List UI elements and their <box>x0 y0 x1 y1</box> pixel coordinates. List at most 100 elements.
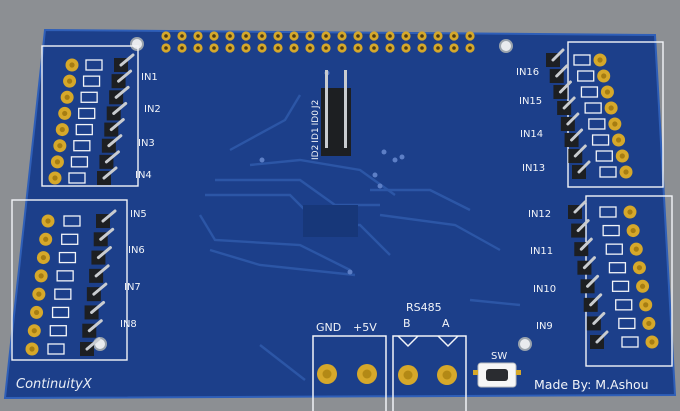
header-pin-bent <box>85 337 101 351</box>
jumper-label: ID0 <box>311 110 321 126</box>
jumper-label: J2 <box>311 100 321 109</box>
terminal-silk-box <box>47 343 65 355</box>
header-pin-bent <box>104 150 120 164</box>
rs485-title: RS485 <box>406 301 442 314</box>
tactile-switch <box>473 362 521 388</box>
vias <box>259 70 405 275</box>
screw-terminal-pad <box>600 85 614 99</box>
header-pin <box>161 43 171 53</box>
header-pin-bent <box>94 264 110 278</box>
terminal-silk-box <box>54 288 72 300</box>
screw-terminal-pad <box>629 242 643 256</box>
screw-terminal-pad <box>34 269 48 283</box>
header-pin-bent <box>119 53 135 67</box>
vcc-label: +5V <box>353 321 377 334</box>
header-pin-bent <box>101 209 117 223</box>
screw-terminal-pad <box>608 117 622 131</box>
terminal-outline <box>11 199 128 361</box>
terminal-silk-box <box>573 54 591 66</box>
terminal-silk-box <box>580 86 599 98</box>
terminal-silk-box <box>80 91 98 103</box>
header-pin <box>225 43 235 53</box>
terminal-silk-box <box>68 172 86 184</box>
header-pin <box>353 43 363 53</box>
input-label: IN2 <box>144 104 161 115</box>
terminal-silk-box <box>618 317 636 330</box>
screw-terminal-pad <box>63 74 77 88</box>
header-pin-bent <box>595 330 609 344</box>
screw-terminal-pad <box>53 139 67 153</box>
input-label: IN14 <box>520 129 543 140</box>
screw-terminal-pad <box>636 279 650 293</box>
header-pin <box>273 31 283 41</box>
terminal-silk-box <box>73 140 91 152</box>
header-pin-bent <box>579 237 593 251</box>
input-label: IN12 <box>528 209 551 220</box>
screw-terminal-pad <box>642 316 656 330</box>
header-pin <box>257 43 267 53</box>
header-pin <box>209 43 219 53</box>
terminal-silk-box <box>588 118 606 130</box>
terminal-silk-box <box>602 224 620 237</box>
input-label: IN8 <box>120 319 137 330</box>
terminal-silk-box <box>82 75 101 87</box>
input-label: IN1 <box>141 72 158 83</box>
header-pin <box>385 43 395 53</box>
jumper-label: ID2 <box>311 145 321 160</box>
terminal-silk-box <box>63 215 81 227</box>
screw-terminal-pad <box>619 165 633 179</box>
header-pin-bent <box>117 69 133 83</box>
header-pin <box>241 43 251 53</box>
screw-terminal-pad <box>30 305 44 319</box>
header-pin-bent <box>109 118 125 132</box>
screw-terminal-pad <box>604 101 618 115</box>
input-label: IN6 <box>128 245 145 256</box>
screw-terminal-pad <box>632 261 646 275</box>
header-pin <box>353 31 363 41</box>
rs485-connector <box>392 335 467 411</box>
screw-terminal-pad <box>50 155 64 169</box>
header-pin-bent <box>107 134 123 148</box>
input-label: IN13 <box>522 163 545 174</box>
terminal-silk-box <box>595 150 613 162</box>
terminal-silk-box <box>61 233 79 245</box>
screw-terminal-pad <box>597 69 611 83</box>
header-pin <box>337 43 347 53</box>
header-pin <box>209 31 219 41</box>
right-input-terminals <box>546 41 673 367</box>
header-pin <box>433 31 443 41</box>
header-pin <box>177 31 187 41</box>
screw-terminal-pad <box>612 133 626 147</box>
terminal-silk-box <box>621 336 639 348</box>
header-pin-bent <box>558 80 572 94</box>
terminal-outline <box>41 45 139 187</box>
header-pin-bent <box>570 128 584 142</box>
terminal-silk-box <box>599 166 617 178</box>
gnd-label: GND <box>316 321 341 334</box>
screw-terminal-pad <box>41 214 55 228</box>
credit-label: Made By: M.Ashou <box>534 377 649 392</box>
rs485-b-label: B <box>403 317 411 330</box>
gpio-header-40pin <box>161 31 475 53</box>
header-pin-bent <box>87 319 103 333</box>
header-pin-bent <box>573 144 587 158</box>
terminal-silk-box <box>78 107 96 120</box>
header-pin <box>193 31 203 41</box>
terminal-silk-box <box>591 134 610 146</box>
input-label: IN11 <box>530 246 553 257</box>
power-connector <box>312 335 387 411</box>
header-pin <box>369 31 379 41</box>
screw-terminal-pad <box>27 324 41 338</box>
left-input-terminals <box>11 45 139 361</box>
header-pin-bent <box>577 160 591 174</box>
header-pin-bent <box>114 85 130 99</box>
input-label: IN3 <box>138 138 155 149</box>
header-pin-bent <box>586 274 600 288</box>
screw-terminal-pad <box>60 90 74 104</box>
screw-terminal-pad <box>25 342 39 356</box>
rs485-a-label: A <box>442 317 450 330</box>
header-pin-bent <box>592 311 606 325</box>
header-pin-bent <box>573 200 587 214</box>
